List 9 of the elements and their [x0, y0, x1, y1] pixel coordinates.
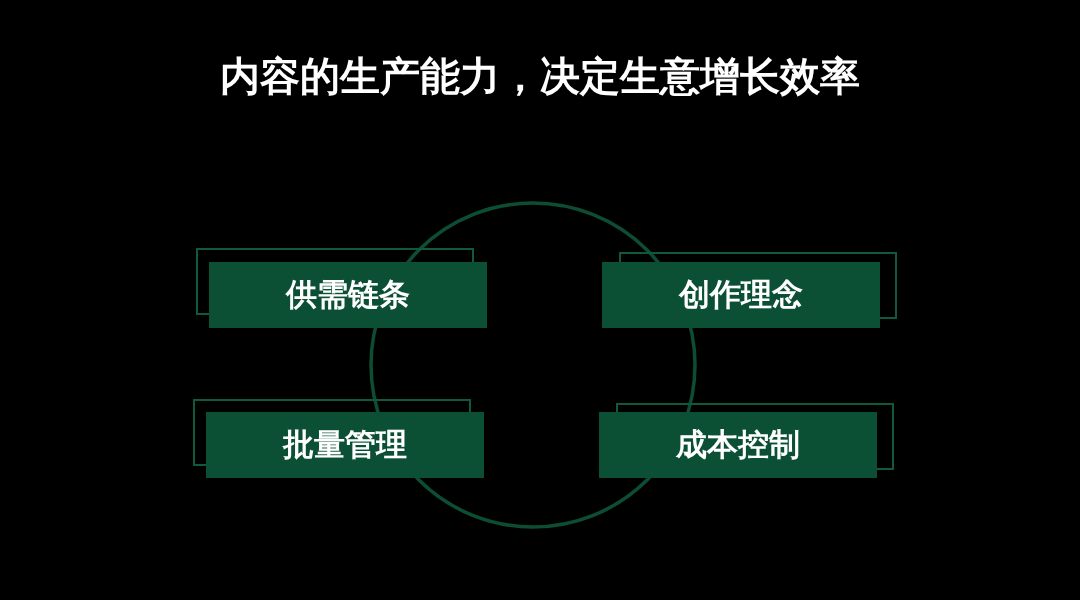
label-box	[602, 262, 880, 328]
box-label: 批量管理	[283, 425, 407, 464]
box-label: 成本控制	[676, 425, 800, 464]
label-box	[206, 412, 484, 478]
label-box	[599, 412, 877, 478]
box-label: 创作理念	[679, 275, 803, 314]
box-label: 供需链条	[286, 275, 410, 314]
label-box	[209, 262, 487, 328]
title: 内容的生产能力，决定生意增长效率	[219, 52, 861, 100]
